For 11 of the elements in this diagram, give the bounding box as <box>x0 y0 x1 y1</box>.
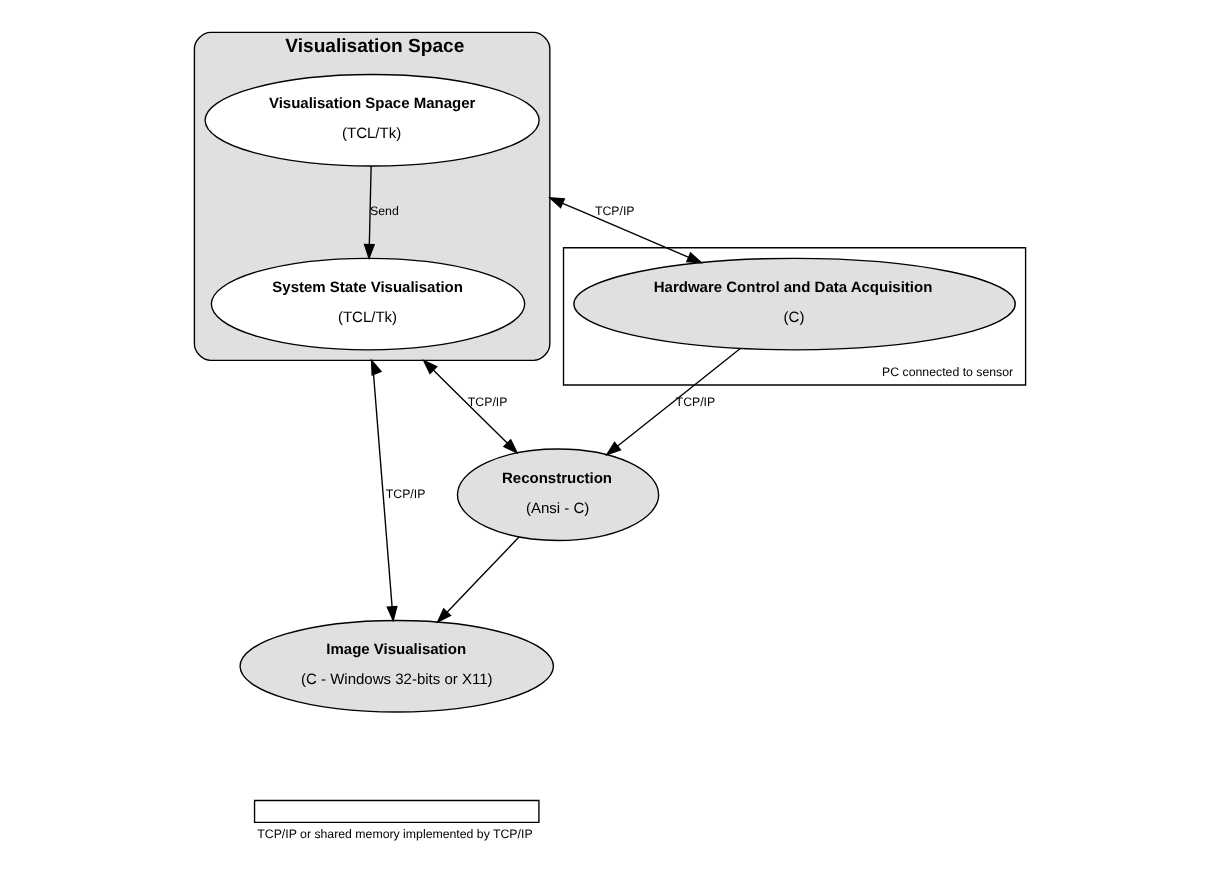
arrow <box>370 358 398 623</box>
arrow <box>436 536 520 624</box>
arrow <box>363 165 376 261</box>
arrow <box>547 196 704 264</box>
node-ellipse: Image Visualisation (C - Windows 32-bits or X11) <box>239 619 555 713</box>
arrow <box>605 347 741 456</box>
node-ellipse: System State Visualisation (TCL/Tk) <box>210 257 526 351</box>
node-ellipse: Reconstruction (Ansi - C) <box>456 448 660 542</box>
node-ellipse: Visualisation Space Manager (TCL/Tk) <box>204 73 540 167</box>
node-ellipse: Hardware Control and Data Acquisition (C) <box>573 257 1016 351</box>
arrow <box>422 358 519 455</box>
